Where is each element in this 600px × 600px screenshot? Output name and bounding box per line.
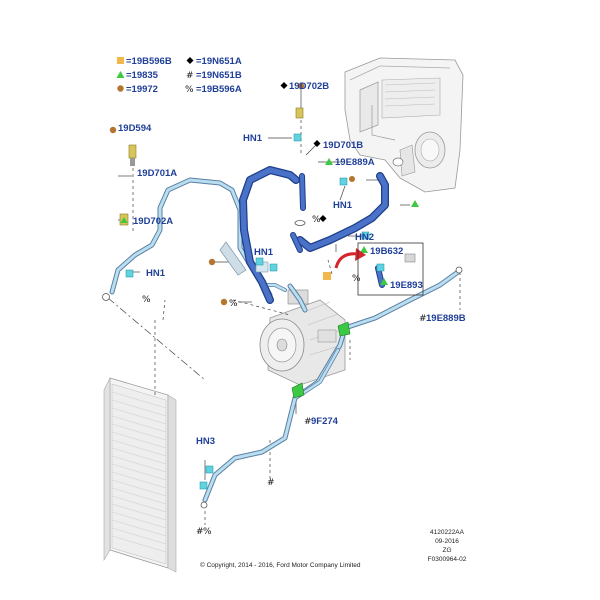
label-HN1: HN1 — [333, 200, 353, 211]
o-ring — [294, 220, 306, 226]
label-19D594: 19D594 — [118, 123, 152, 134]
label-19B632: 19B632 — [370, 246, 403, 257]
label-19D702A: 19D702A — [133, 216, 173, 227]
label-19D702B: 19D702B — [289, 81, 329, 92]
cyan-clip-icon — [293, 133, 302, 142]
o-ring — [102, 293, 110, 301]
cyan-clip-icon — [255, 257, 264, 266]
label-HN3: HN3 — [196, 436, 215, 447]
diamond-marker-icon — [319, 215, 327, 222]
label-19E893: 19E893 — [390, 280, 423, 291]
diamond-marker-icon — [280, 82, 288, 89]
compressor — [259, 289, 346, 386]
hash-marker: # — [267, 478, 275, 488]
label-HN1: HN1 — [254, 247, 274, 258]
legend-code: =19B596B — [126, 56, 172, 67]
orange-markers — [323, 272, 331, 280]
label-19E889B: 19E889B — [426, 313, 466, 324]
legend-diamond-icon — [186, 57, 194, 64]
cyan-clip-icon — [199, 481, 208, 490]
brown-circle-icon — [109, 126, 117, 134]
orange-square-icon — [323, 272, 331, 280]
detail-callout — [334, 242, 424, 296]
legend-code: =19N651A — [196, 56, 242, 67]
legend-percent-icon: % — [185, 85, 194, 95]
legend-code: =19972 — [126, 84, 158, 95]
legend-code: =19B596A — [196, 84, 242, 95]
green-triangle-icon — [325, 158, 333, 165]
pressure-sensor-19D594 — [128, 144, 137, 159]
brown-markers — [109, 82, 305, 306]
cyan-clip-icon — [125, 269, 134, 278]
percent-marker: % — [203, 527, 212, 537]
legend-code: =19835 — [126, 70, 159, 81]
green-fittings — [120, 158, 419, 399]
hash-marker: # — [304, 417, 312, 427]
copyright-text: © Copyright, 2014 - 2016, Ford Motor Com… — [200, 561, 361, 569]
part-labels: 19D702B 19D594 HN1 19D701B 19E889A 19D70… — [118, 81, 466, 447]
sensor-base — [130, 158, 135, 166]
brown-circle-marker — [349, 176, 355, 182]
diamond-markers — [280, 82, 327, 222]
detail-box — [357, 242, 424, 296]
green-fitting — [337, 321, 351, 337]
cyan-clip-icon — [376, 263, 385, 272]
sensor-connector — [404, 253, 416, 263]
label-19D701A: 19D701A — [137, 168, 177, 179]
diamond-marker-icon — [313, 140, 321, 147]
reference-code: 4120222AA — [430, 529, 465, 536]
symbol-markers: % % % % # # % # # — [142, 215, 427, 537]
label-HN2: HN2 — [355, 232, 374, 243]
brown-circle-icon — [297, 82, 305, 90]
green-triangle-icon — [120, 217, 128, 223]
reference-region: ZG — [442, 547, 451, 554]
label-19E889A: 19E889A — [335, 157, 375, 168]
reference-date: 09-2016 — [435, 538, 459, 545]
clips — [125, 133, 385, 490]
legend-square-icon — [117, 57, 124, 64]
legend-triangle-icon — [116, 71, 125, 78]
label-HN1: HN1 — [146, 268, 166, 279]
red-arrow — [334, 252, 359, 269]
green-triangle-icon — [411, 200, 419, 207]
percent-marker: % — [352, 274, 361, 284]
label-9F274: 9F274 — [311, 416, 339, 427]
cyan-clip-icon — [269, 263, 278, 272]
hash-marker: # — [196, 527, 204, 537]
legend-hash-icon: # — [186, 71, 194, 81]
brown-circle-icon — [220, 298, 228, 306]
muffler — [219, 241, 247, 276]
cyan-clip-icon — [361, 231, 370, 240]
cyan-clip-icon — [205, 465, 214, 474]
percent-marker: % — [312, 215, 321, 225]
condenser — [103, 377, 177, 573]
reference-figure: F0300964-02 — [428, 556, 467, 563]
green-triangle-icon — [360, 246, 368, 253]
percent-marker: % — [229, 299, 238, 309]
suction-hoses — [239, 166, 389, 304]
percent-marker: % — [142, 295, 151, 305]
evaporator-housing — [344, 57, 464, 193]
o-ring — [455, 266, 463, 274]
o-ring — [200, 501, 208, 509]
green-fitting — [291, 382, 305, 399]
footer: © Copyright, 2014 - 2016, Ford Motor Com… — [200, 529, 467, 569]
legend: =19B596B =19N651A =19835 # =19N651B =199… — [116, 56, 242, 95]
green-triangle-icon — [380, 278, 388, 285]
fittings — [102, 107, 463, 509]
legend-code: =19N651B — [196, 70, 242, 81]
legend-circle-icon — [117, 85, 124, 92]
cyan-clip-icon — [339, 177, 348, 186]
hash-marker: # — [419, 314, 427, 324]
label-19D701B: 19D701B — [323, 140, 363, 151]
brown-circle-icon — [208, 258, 216, 266]
label-HN1: HN1 — [243, 133, 263, 144]
valve-cap-19D702B — [295, 107, 304, 119]
